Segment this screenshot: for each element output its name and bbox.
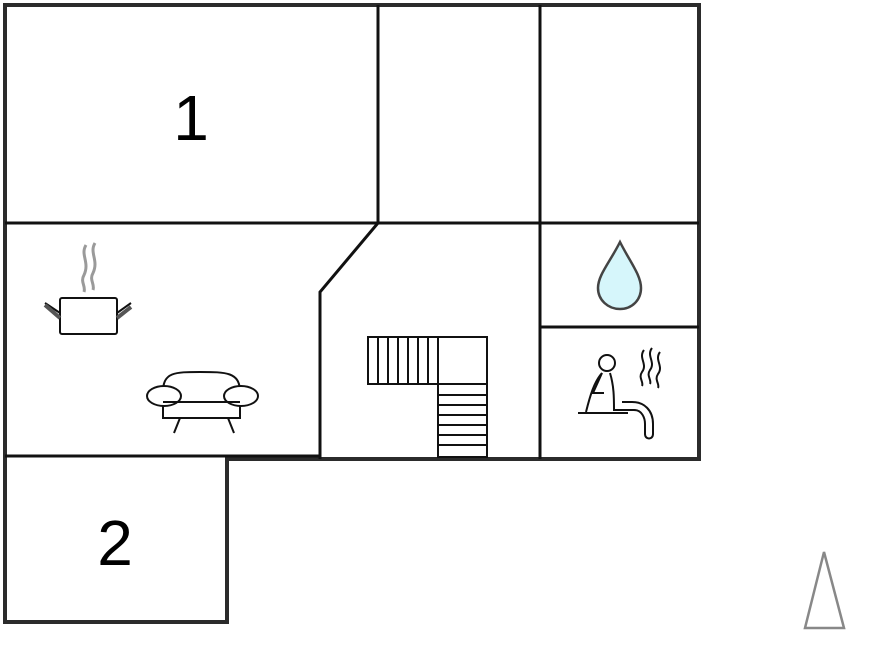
sauna-icon [578,347,661,440]
kitchen-pot-icon [43,242,133,335]
room-2-label: 2 [97,507,133,579]
staircase-icon [367,336,488,458]
room-1-label: 1 [173,82,209,154]
north-arrow-icon [803,551,846,630]
interior-walls [5,5,699,459]
exterior-wall [3,3,701,624]
sofa-icon [146,370,259,434]
bathroom-water-drop-icon [596,239,643,311]
